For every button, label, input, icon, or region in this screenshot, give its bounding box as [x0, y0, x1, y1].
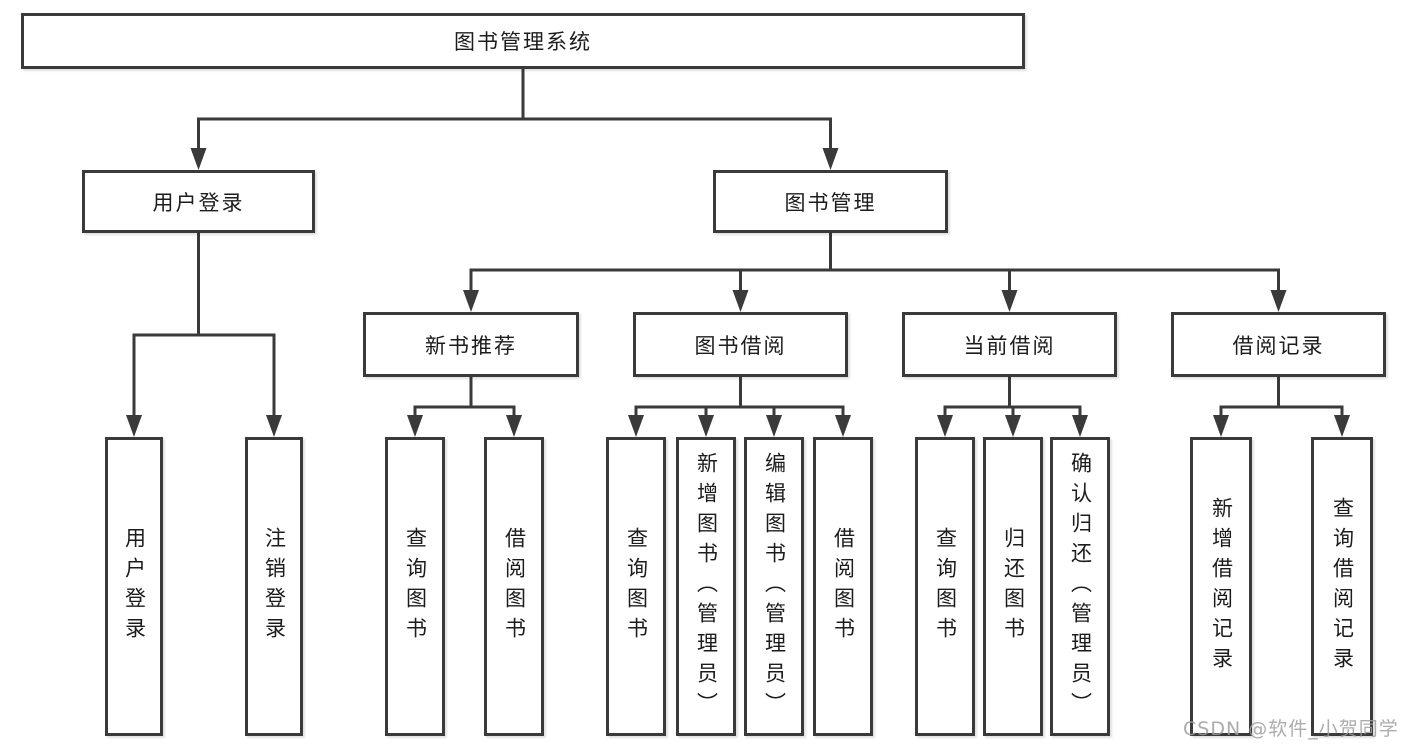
leaf-confirm-return-admin: 确认归还（管理员）: [1050, 437, 1110, 736]
node-new-book-recommend: 新书推荐: [363, 312, 579, 377]
leaf-add-borrow-record: 新增借阅记录: [1190, 437, 1252, 736]
node-borrow-record: 借阅记录: [1171, 312, 1386, 377]
node-user-login: 用户登录: [82, 170, 315, 233]
node-book-borrow: 图书借阅: [633, 312, 848, 377]
leaf-user-login: 用户登录: [105, 437, 163, 736]
arrow-icon: [1213, 415, 1229, 437]
arrowheads: [126, 148, 1350, 437]
arrow-icon: [1270, 290, 1287, 312]
arrow-icon: [628, 415, 644, 437]
leaf-current-query-book: 查询图书: [915, 437, 975, 736]
arrow-icon: [463, 290, 479, 312]
arrow-icon: [506, 415, 522, 437]
arrow-icon: [732, 290, 749, 312]
arrow-icon: [190, 148, 207, 170]
leaf-return-book: 归还图书: [983, 437, 1043, 736]
arrow-icon: [407, 415, 423, 437]
arrow-icon: [698, 415, 714, 437]
node-root-system: 图书管理系统: [21, 13, 1025, 69]
node-current-borrow: 当前借阅: [902, 312, 1117, 377]
csdn-watermark: CSDN @软件_小贺同学: [1183, 718, 1399, 740]
leaf-add-book-admin: 新增图书（管理员）: [676, 437, 736, 736]
leaf-logout: 注销登录: [245, 437, 303, 736]
arrow-icon: [126, 415, 142, 437]
arrow-icon: [1334, 415, 1350, 437]
leaf-recommend-query-book: 查询图书: [385, 437, 445, 736]
arrow-icon: [1001, 290, 1018, 312]
arrow-icon: [937, 415, 953, 437]
arrow-icon: [766, 415, 782, 437]
arrow-icon: [835, 415, 851, 437]
node-book-management: 图书管理: [713, 170, 948, 233]
leaf-borrow-query-book: 查询图书: [606, 437, 666, 736]
arrow-icon: [822, 148, 839, 170]
connector-path: [132, 68, 1344, 417]
leaf-borrow-book: 借阅图书: [813, 437, 873, 736]
arrow-icon: [1072, 415, 1088, 437]
arrow-icon: [266, 415, 282, 437]
arrow-icon: [1005, 415, 1021, 437]
leaf-edit-book-admin: 编辑图书（管理员）: [744, 437, 804, 736]
leaf-query-borrow-record: 查询借阅记录: [1311, 437, 1373, 736]
leaf-recommend-borrow-book: 借阅图书: [484, 437, 544, 736]
